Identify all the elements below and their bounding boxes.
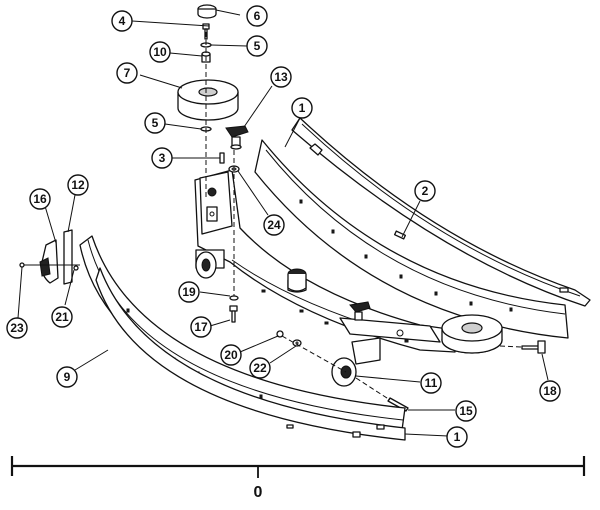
svg-text:2: 2 bbox=[422, 184, 429, 198]
svg-text:3: 3 bbox=[159, 151, 166, 165]
leader-lines bbox=[17, 9, 549, 437]
bolt-18 bbox=[521, 340, 546, 354]
frame-knob bbox=[349, 301, 371, 321]
callout-19: 19 bbox=[178, 281, 200, 303]
svg-text:5: 5 bbox=[152, 116, 159, 130]
svg-text:10: 10 bbox=[153, 45, 167, 59]
svg-text:17: 17 bbox=[194, 320, 208, 334]
callout-17: 17 bbox=[190, 316, 212, 338]
svg-text:24: 24 bbox=[267, 218, 281, 232]
plate-12 bbox=[63, 229, 73, 285]
callout-4: 4 bbox=[111, 10, 133, 32]
front-blade-1-lower bbox=[95, 267, 406, 441]
callout-20: 20 bbox=[220, 344, 242, 366]
callout-22: 22 bbox=[249, 357, 271, 379]
callout-21: 21 bbox=[51, 306, 73, 328]
right-wheel-11 bbox=[331, 337, 381, 387]
bolt-15-axis bbox=[355, 377, 391, 401]
upper-roller-7 bbox=[177, 79, 239, 121]
callout-5-upper: 5 bbox=[246, 35, 268, 57]
callout-13: 13 bbox=[270, 66, 292, 88]
pin-3 bbox=[219, 152, 225, 164]
svg-text:9: 9 bbox=[64, 370, 71, 384]
callout-9: 9 bbox=[56, 366, 78, 388]
callout-12: 12 bbox=[67, 174, 89, 196]
svg-text:12: 12 bbox=[71, 178, 85, 192]
bolt-17 bbox=[229, 305, 238, 323]
bolt-21 bbox=[73, 265, 79, 271]
svg-text:7: 7 bbox=[124, 66, 131, 80]
dimension-bar: 0 bbox=[10, 456, 586, 501]
nut-20 bbox=[276, 330, 284, 338]
washer-22 bbox=[292, 339, 302, 347]
bracket-16 bbox=[39, 239, 59, 284]
cap-6 bbox=[197, 4, 217, 19]
svg-text:22: 22 bbox=[253, 361, 267, 375]
callout-3: 3 bbox=[151, 147, 173, 169]
wheel-axis-line bbox=[281, 335, 347, 373]
callout-11: 11 bbox=[420, 372, 442, 394]
squeegee-frame bbox=[194, 169, 456, 353]
callout-6: 6 bbox=[246, 5, 268, 27]
frame-holes bbox=[261, 289, 409, 343]
svg-text:20: 20 bbox=[224, 348, 238, 362]
svg-text:13: 13 bbox=[274, 70, 288, 84]
svg-text:23: 23 bbox=[10, 321, 24, 335]
svg-text:1: 1 bbox=[299, 101, 306, 115]
bolt-18-axis bbox=[499, 345, 523, 348]
callout-1-upper: 1 bbox=[291, 97, 313, 119]
callout-18: 18 bbox=[539, 380, 561, 402]
svg-text:11: 11 bbox=[425, 376, 438, 390]
svg-text:1: 1 bbox=[454, 430, 461, 444]
callout-1-lower: 1 bbox=[446, 426, 468, 448]
left-wheel bbox=[195, 249, 225, 279]
callout-10: 10 bbox=[149, 41, 171, 63]
callout-23: 23 bbox=[6, 317, 28, 339]
svg-text:5: 5 bbox=[254, 39, 261, 53]
blade-slots bbox=[299, 199, 513, 312]
callout-2: 2 bbox=[414, 180, 436, 202]
rear-blade-outer bbox=[291, 117, 591, 307]
washer-19 bbox=[229, 295, 239, 301]
callout-15: 15 bbox=[455, 400, 477, 422]
svg-text:15: 15 bbox=[459, 404, 473, 418]
knob-13 bbox=[225, 125, 249, 150]
dimension-label: 0 bbox=[254, 484, 263, 501]
svg-text:4: 4 bbox=[119, 14, 126, 28]
callout-5-lower: 5 bbox=[144, 112, 166, 134]
svg-text:16: 16 bbox=[33, 192, 47, 206]
callout-7: 7 bbox=[116, 62, 138, 84]
right-bumper-roller bbox=[441, 314, 503, 354]
svg-text:6: 6 bbox=[254, 9, 261, 23]
rear-blade-inner bbox=[254, 139, 569, 339]
svg-text:21: 21 bbox=[55, 310, 69, 324]
svg-text:19: 19 bbox=[182, 285, 196, 299]
callout-24: 24 bbox=[263, 214, 285, 236]
svg-text:18: 18 bbox=[543, 384, 557, 398]
callout-16: 16 bbox=[29, 188, 51, 210]
